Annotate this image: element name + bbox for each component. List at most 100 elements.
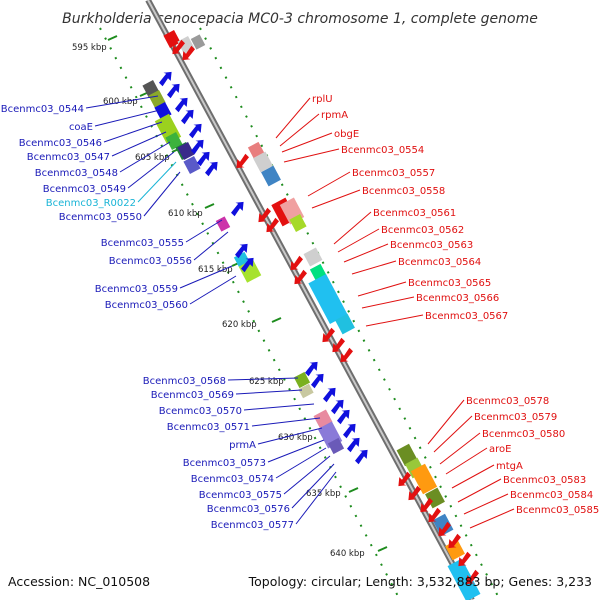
gene-block: [177, 142, 195, 160]
forward-gene-arrow: [189, 123, 202, 139]
leader-line: [185, 219, 223, 243]
gene-label-bcenmc03-0564: Bcenmc03_0564: [398, 257, 481, 268]
gene-label-bcenmc03-0560: Bcenmc03_0560: [105, 300, 188, 311]
gene-label-bcenmc03-0554: Bcenmc03_0554: [341, 145, 424, 156]
forward-gene-arrow: [347, 437, 360, 453]
leader-line: [193, 231, 229, 261]
gene-label-bcenmc03-0550: Bcenmc03_0550: [59, 212, 142, 223]
reverse-gene-arrow: [398, 471, 411, 487]
gene-label-bcenmc03-0561: Bcenmc03_0561: [373, 208, 456, 219]
gene-label-bcenmc03-0575: Bcenmc03_0575: [199, 490, 282, 501]
gene-label-bcenmc03-0558: Bcenmc03_0558: [362, 186, 445, 197]
tick-mark: [377, 546, 388, 552]
leader-line: [463, 493, 509, 515]
leader-line-layer: [85, 95, 515, 529]
gene-block: [309, 263, 327, 281]
leader-line: [179, 265, 233, 289]
gene-label-bcenmc03-0571: Bcenmc03_0571: [167, 422, 250, 433]
gene-label-bcenmc03-0566: Bcenmc03_0566: [416, 293, 499, 304]
forward-gene-arrow: [241, 257, 254, 273]
reverse-gene-arrow: [458, 551, 471, 567]
forward-gene-arrow: [197, 151, 210, 167]
forward-gene-arrow: [235, 243, 248, 259]
forward-gene-arrow: [331, 399, 344, 415]
leader-line: [111, 131, 167, 157]
accession-text: Accession: NC_010508: [8, 574, 150, 589]
tick-label: 610 kbp: [168, 209, 203, 219]
gene-block: [183, 156, 201, 174]
reverse-gene-arrow: [290, 255, 303, 271]
reverse-gene-arrow: [428, 507, 441, 523]
tick-mark: [204, 203, 215, 209]
leader-line: [307, 171, 351, 197]
forward-gene-arrow: [167, 83, 180, 99]
gene-block: [293, 371, 311, 389]
reverse-gene-arrow: [448, 533, 461, 549]
feature-layer: [142, 30, 481, 600]
leader-line: [85, 95, 159, 109]
gene-block: [303, 247, 323, 267]
leader-line: [143, 171, 181, 217]
tick-mark: [107, 35, 118, 41]
leader-line: [137, 161, 177, 203]
tick-label: 615 kbp: [198, 265, 233, 275]
leader-line: [291, 463, 335, 509]
reverse-gene-arrow: [258, 207, 271, 223]
leader-line: [283, 455, 331, 495]
leader-line: [257, 427, 323, 445]
gene-label-bcenmc03-0573: Bcenmc03_0573: [183, 458, 266, 469]
forward-gene-arrow: [311, 373, 324, 389]
reverse-gene-arrow: [408, 485, 421, 501]
gene-label-bcenmc03-0584: Bcenmc03_0584: [510, 490, 593, 501]
leader-line: [311, 189, 361, 209]
leader-line: [283, 148, 340, 163]
gene-block: [410, 463, 438, 495]
tick-label: 640 kbp: [330, 549, 365, 559]
leader-line: [119, 141, 171, 173]
forward-gene-arrow: [231, 201, 244, 217]
leader-line: [267, 439, 325, 463]
reverse-gene-arrow: [438, 521, 451, 537]
gene-block: [308, 273, 348, 325]
gene-label-bcenmc03-0576: Bcenmc03_0576: [207, 504, 290, 515]
tick-mark: [271, 317, 282, 323]
gene-label-bcenmc03-0544: Bcenmc03_0544: [1, 104, 84, 115]
gene-label-bcenmc03-0556: Bcenmc03_0556: [109, 256, 192, 267]
tick-label: 620 kbp: [222, 320, 257, 330]
forward-gene-arrow: [159, 71, 172, 87]
topology-text: Topology: circular; Length: 3,532,883 bp…: [248, 574, 592, 589]
reverse-gene-arrow: [236, 153, 249, 169]
gene-block: [253, 151, 273, 173]
leader-line: [251, 417, 321, 427]
leader-line: [343, 243, 389, 263]
gene-label-bcenmc03-0569: Bcenmc03_0569: [151, 390, 234, 401]
leader-line: [103, 121, 163, 143]
leader-line: [227, 377, 299, 381]
gene-label-bcenmc03-0546: Bcenmc03_0546: [19, 138, 102, 149]
forward-gene-arrow: [355, 449, 368, 465]
gene-label-bcenmc03-0559: Bcenmc03_0559: [95, 284, 178, 295]
gene-label-coae: coaE: [69, 122, 93, 133]
reverse-gene-arrow: [294, 269, 307, 285]
forward-gene-arrow: [181, 109, 194, 125]
reverse-gene-arrow: [332, 337, 345, 353]
gene-label-bcenmc03-0565: Bcenmc03_0565: [408, 278, 491, 289]
leader-line: [451, 464, 495, 489]
gene-label-bcenmc03-0568: Bcenmc03_0568: [143, 376, 226, 387]
reverse-gene-arrow: [466, 569, 479, 585]
gene-label-mtga: mtgA: [496, 461, 523, 472]
leader-line: [127, 151, 175, 189]
gene-block: [247, 141, 265, 159]
gene-label-bcenmc03-0579: Bcenmc03_0579: [474, 412, 557, 423]
leader-line: [361, 296, 415, 309]
gene-block: [327, 437, 345, 455]
gene-label-bcenmc03-0549: Bcenmc03_0549: [43, 184, 126, 195]
forward-gene-arrow: [343, 423, 356, 439]
gene-block: [447, 558, 481, 600]
gene-block: [148, 90, 166, 108]
tick-label: 630 kbp: [278, 433, 313, 443]
gene-label-bcenmc03-0585: Bcenmc03_0585: [516, 505, 599, 516]
gene-block: [298, 383, 314, 399]
